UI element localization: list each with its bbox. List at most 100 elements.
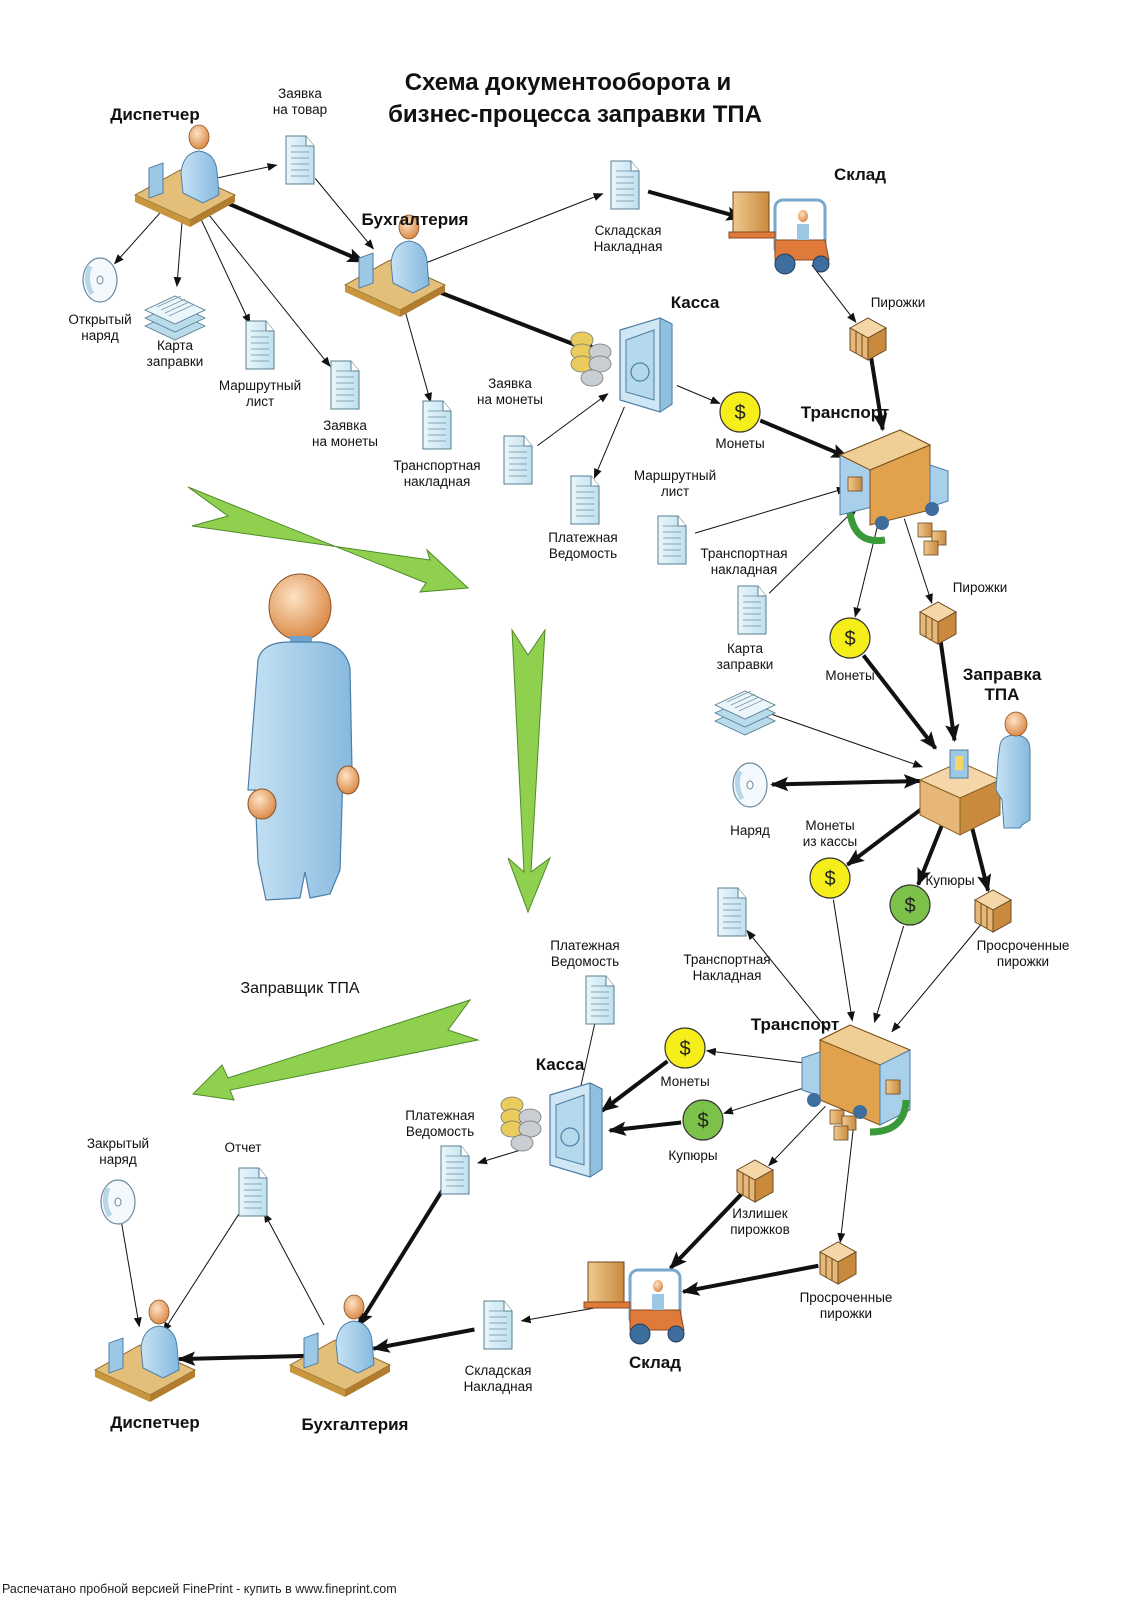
edge-plat_ved3-to-buh2	[356, 1189, 445, 1328]
edge-transport2-to-izlishek	[768, 1105, 826, 1167]
node-label-monety1: Монеты	[715, 436, 764, 451]
edge-prosr1-to-transport2	[891, 925, 981, 1033]
role-label-disp2: Диспетчер	[110, 1413, 200, 1432]
svg-text:$: $	[824, 868, 835, 890]
box-icon	[735, 1159, 775, 1203]
document-icon	[657, 515, 687, 565]
node-label-kupury1: Купюры	[925, 873, 974, 888]
flow-arrow-down-right	[187, 486, 470, 593]
truck-icon	[838, 429, 949, 556]
role-label-sklad2: Склад	[629, 1353, 681, 1372]
edge-transport1-to-pirozhki2	[903, 518, 933, 604]
edge-disp1-to-buh1	[215, 196, 366, 264]
document-icon	[285, 135, 315, 185]
document-icon	[570, 475, 600, 525]
svg-text:$: $	[679, 1038, 690, 1060]
document-icon	[585, 975, 615, 1025]
role-label-disp1: Диспетчер	[110, 105, 200, 124]
title-line-2: бизнес-процесса заправки ТПА	[388, 101, 762, 128]
box-icon	[973, 889, 1013, 933]
role-label-buh2: Бухгалтерия	[302, 1415, 409, 1434]
node-label-monety2: Монеты	[825, 668, 874, 683]
edge-disp1-to-marsh1	[198, 215, 251, 325]
edge-kassa1-to-plat_ved1	[593, 406, 625, 479]
disc-icon	[732, 762, 768, 808]
edge-transport2-to-transp_nakl3	[746, 929, 829, 1032]
document-icon	[737, 585, 767, 635]
document-icon	[483, 1300, 513, 1350]
stack-icon	[713, 690, 777, 736]
edge-transp_nakl2-to-transport1	[768, 506, 858, 594]
document-icon	[422, 400, 452, 450]
edge-sklad_nakl1-to-sklad1	[647, 189, 745, 221]
edge-sklad_nakl2-to-buh2	[371, 1327, 475, 1353]
desk-person-icon	[93, 1299, 197, 1402]
edge-zapravka-to-monety_kassy	[846, 802, 930, 867]
edge-sklad2-to-sklad_nakl2	[520, 1307, 597, 1324]
title-line-1: Схема документооборота и	[405, 69, 732, 96]
edge-zapravka-to-naryad	[770, 774, 922, 792]
document-icon	[717, 887, 747, 937]
edge-transport2-to-kupury2	[723, 1084, 813, 1115]
footer-watermark: Распечатано пробной версией FinePrint - …	[2, 1582, 397, 1596]
edge-pirozhki1-to-transport1	[869, 357, 888, 432]
actor-label: Заправщик ТПА	[240, 980, 359, 997]
edge-prosr2-to-sklad2	[681, 1263, 819, 1296]
edges	[114, 163, 992, 1366]
refueler-actor	[247, 573, 360, 901]
edge-buh2-to-otchet	[263, 1212, 325, 1326]
box-icon	[848, 317, 888, 361]
edge-otchet-to-disp2	[162, 1211, 241, 1333]
edge-zayavka_mon2-to-kassa1	[537, 393, 609, 447]
coin-green-icon: $	[682, 1099, 724, 1141]
desk-person-icon	[288, 1294, 392, 1397]
svg-text:$: $	[734, 402, 745, 424]
document-icon	[245, 320, 275, 370]
coin-yellow-icon: $	[829, 617, 871, 659]
edge-pirozhki2-to-zapravka	[938, 641, 960, 743]
document-icon	[238, 1167, 268, 1217]
box-person-icon	[918, 711, 1031, 836]
edge-buh1-to-sklad_nakl1	[426, 193, 604, 264]
coin-yellow-icon: $	[719, 391, 761, 433]
edge-zapravka-to-prosr1	[967, 818, 992, 893]
desk-person-icon	[343, 214, 447, 317]
edge-buh2-to-disp2	[177, 1351, 307, 1366]
safe-icon	[500, 1082, 603, 1178]
safe-icon	[570, 317, 673, 413]
node-label-pirozhki1: Пирожки	[871, 295, 926, 310]
truck-left-icon	[801, 1024, 912, 1141]
edge-transport1-to-monety2	[853, 519, 880, 618]
forklift-icon	[728, 191, 830, 275]
role-label-kassa1: Касса	[671, 293, 720, 312]
stack-icon	[143, 295, 207, 341]
edge-sklad1-to-pirozhki1	[811, 264, 857, 323]
flow-arrow-down	[507, 628, 552, 914]
forklift-icon	[583, 1261, 685, 1345]
edge-buh1-to-transp_nakl1	[403, 307, 432, 403]
coin-green-icon: $	[889, 884, 931, 926]
node-label-naryad: Наряд	[730, 823, 770, 838]
role-label-sklad1: Склад	[834, 165, 886, 184]
document-icon	[610, 160, 640, 210]
